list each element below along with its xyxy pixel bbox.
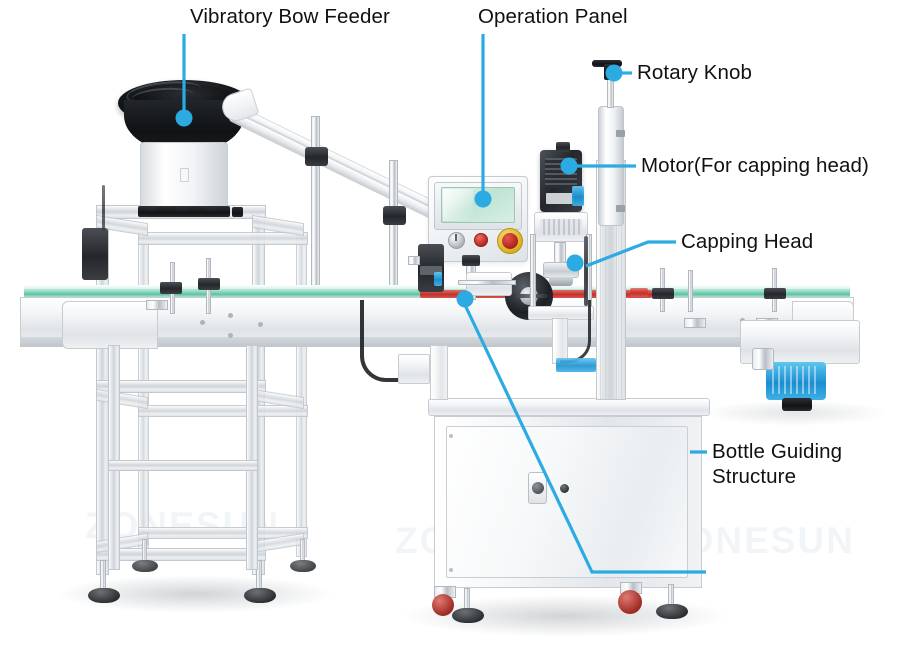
leveling-foot <box>88 588 120 603</box>
air-filter-regulator <box>398 354 430 384</box>
hmi-screen-glare <box>443 189 473 221</box>
callout-label-capping-head: Capping Head <box>681 230 814 253</box>
conveyor-bolt <box>228 313 233 318</box>
side-gearbox-shaft <box>408 256 420 265</box>
callout-label-vibratory-bow-feeder: Vibratory Bow Feeder <box>190 5 390 28</box>
feeder-frame-rail <box>138 405 308 417</box>
conveyor-drive-motor <box>766 362 826 400</box>
bottle-guide-rail <box>630 288 648 297</box>
conveyor-end-pulley <box>62 301 158 349</box>
motor-terminal-box <box>782 398 812 411</box>
capping-head-jaws <box>549 277 573 286</box>
feeder-frame-post <box>296 232 307 557</box>
capping-head-cable <box>584 236 588 306</box>
callout-label-bottle-guiding-structure: Bottle Guiding Structure <box>712 440 843 488</box>
callout-label-operation-panel: Operation Panel <box>478 5 628 28</box>
leveling-foot <box>656 604 688 619</box>
conveyor-bolt <box>200 320 205 325</box>
isolator-foot <box>206 207 217 217</box>
feeder-frame-rail <box>138 527 308 539</box>
callout-label-motor-capping-head: Motor(For capping head) <box>641 154 869 177</box>
conveyor-bolt <box>228 333 233 338</box>
cylinder-port <box>616 130 625 137</box>
feeder-frame-rail <box>96 380 266 393</box>
hand-wheel-spoke <box>510 294 548 298</box>
chute-clamp <box>383 206 406 225</box>
cabinet-door-hinge <box>449 568 453 572</box>
capping-motor-label <box>546 193 574 204</box>
feeder-frame-rail <box>138 232 308 245</box>
rotary-knob-stem[interactable] <box>604 64 612 80</box>
conveyor-drive-motor-fins <box>772 366 820 394</box>
callout-label-rotary-knob: Rotary Knob <box>637 61 753 84</box>
guide-rail-clamp <box>160 282 182 294</box>
capping-motor-top-cap <box>556 142 570 152</box>
caster-wheel <box>432 594 454 616</box>
cabinet-door-latch-knob[interactable] <box>532 482 544 494</box>
vibrator-drive-unit <box>140 142 228 210</box>
feeder-control-box <box>82 228 108 280</box>
cable-loop <box>360 300 398 382</box>
emergency-stop-collar <box>497 228 523 254</box>
machine-side-panel <box>430 345 448 400</box>
capping-head-spindle <box>554 242 566 264</box>
guide-rail-clamp <box>652 288 674 299</box>
leveling-foot <box>452 608 484 623</box>
guide-rail-post <box>688 270 693 312</box>
conveyor-leg-brace <box>108 460 258 471</box>
selector-knob-pointer <box>455 234 457 241</box>
cabinet-door-hinge <box>449 434 453 438</box>
side-gearbox-plate <box>420 266 442 275</box>
side-gearbox-accent <box>434 272 442 286</box>
vibrator-label <box>180 168 189 182</box>
conveyor-leg <box>108 345 120 570</box>
chute-clamp <box>305 147 328 166</box>
panel-mount-clamp <box>462 255 480 266</box>
capping-gearbox-detail <box>540 219 582 235</box>
guide-rail-bracket <box>146 300 168 310</box>
leveling-foot <box>290 560 316 572</box>
motor-gear-reducer <box>752 348 774 370</box>
capping-motor-fins <box>545 158 577 188</box>
cap-chute-cover <box>232 104 436 208</box>
isolator-foot <box>232 207 243 217</box>
cabinet-door-lock[interactable] <box>560 484 569 493</box>
chute-support-post <box>311 116 320 301</box>
guide-rail-clamp <box>764 288 786 299</box>
feeder-frame-rail <box>96 548 266 561</box>
leveling-foot <box>132 560 158 572</box>
start-button[interactable] <box>474 233 488 247</box>
adjustment-slide-rod <box>458 280 516 285</box>
caster-wheel <box>618 590 642 614</box>
guide-rail-clamp <box>198 278 220 290</box>
guide-rail-bracket <box>684 318 706 328</box>
feeder-cable <box>102 185 105 231</box>
leveling-foot <box>244 588 276 603</box>
isolator-foot <box>146 207 157 217</box>
capping-motor-accent <box>572 186 584 206</box>
machine-table-top <box>428 398 710 416</box>
feeder-frame-post <box>138 232 149 557</box>
cable-loop <box>560 300 591 363</box>
pneumatic-valve-block <box>556 358 596 372</box>
rotary-knob[interactable] <box>592 60 622 67</box>
cabinet-door <box>446 426 688 578</box>
lift-guide-rail <box>530 234 536 312</box>
emergency-stop-button[interactable] <box>502 233 518 249</box>
conveyor-bolt <box>258 322 263 327</box>
cylinder-rod <box>607 78 614 108</box>
capping-head-chuck <box>543 262 579 278</box>
chute-support-post <box>389 160 398 302</box>
conveyor-frame-shadow <box>20 337 854 347</box>
cylinder-port <box>616 205 625 212</box>
conveyor-leg <box>246 345 258 570</box>
isolator-foot <box>176 207 187 217</box>
